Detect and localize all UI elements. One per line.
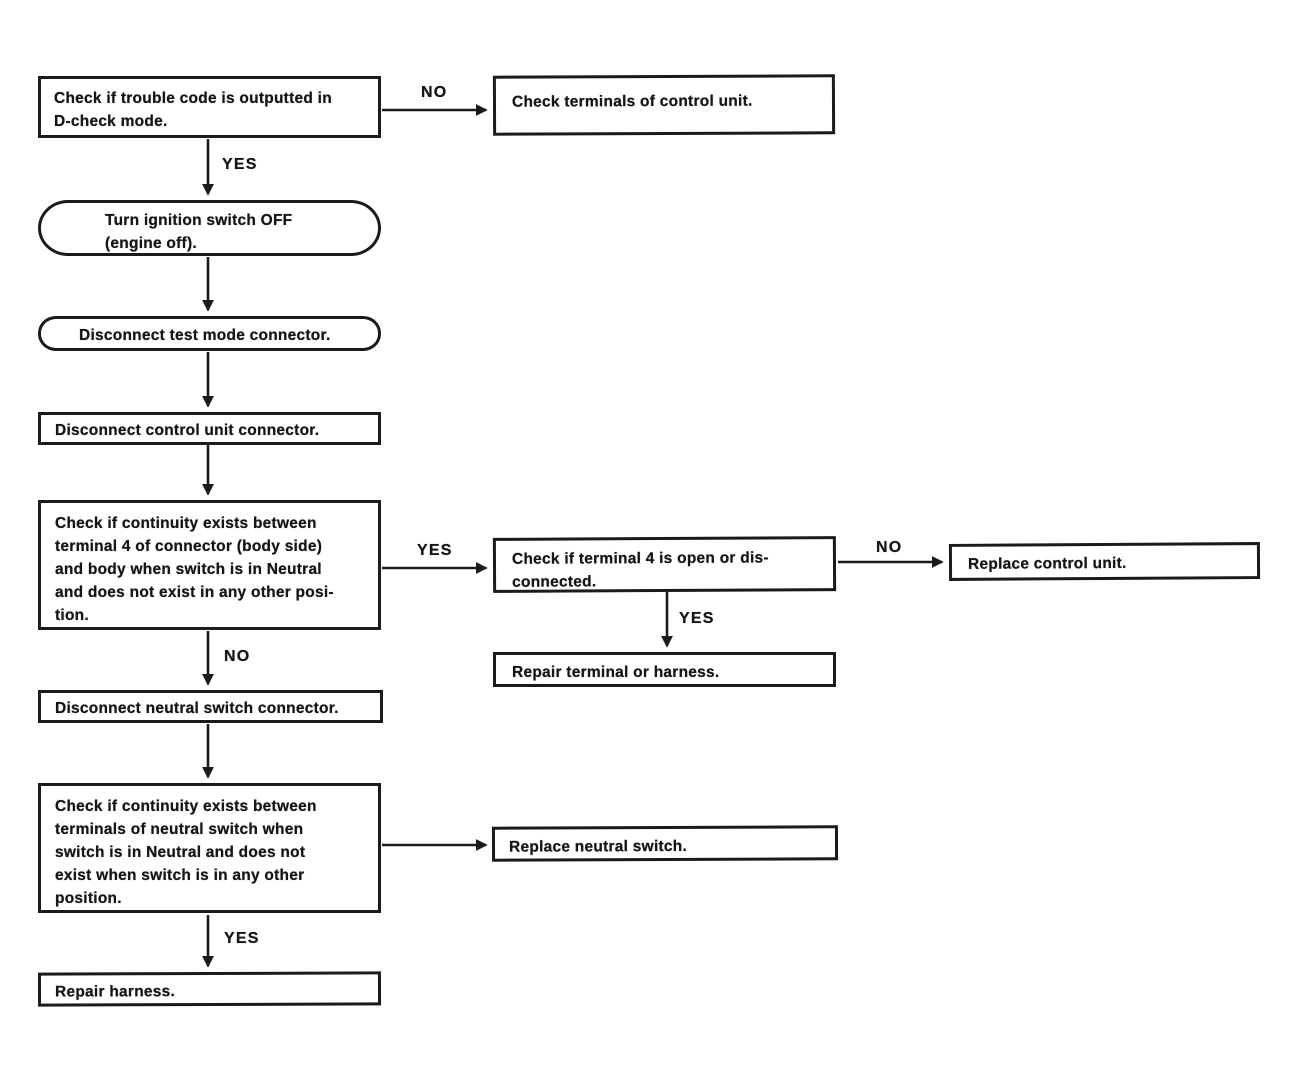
node-disconnect-neutral-switch-connector: Disconnect neutral switch connector. <box>38 690 383 723</box>
edge-label-yes-continuity-terminal4: YES <box>417 542 453 559</box>
node-check-terminals-control-unit: Check terminals of control unit. <box>492 74 836 136</box>
node-check-continuity-neutral-switch: Check if continuity exists between termi… <box>38 783 381 913</box>
edge-label-yes-trouble-code: YES <box>222 156 258 173</box>
node-replace-control-unit: Replace control unit. <box>948 542 1261 581</box>
edge-label-no-terminal4-open: NO <box>876 539 903 556</box>
node-check-continuity-terminal4: Check if continuity exists between termi… <box>38 500 381 630</box>
node-disconnect-test-mode-connector: Disconnect test mode connector. <box>38 316 381 351</box>
edge-label-no-trouble-code: NO <box>421 84 448 101</box>
edge-label-yes-terminal4-open: YES <box>679 610 715 627</box>
node-repair-terminal-or-harness: Repair terminal or harness. <box>493 652 836 687</box>
node-check-terminal4-open: Check if terminal 4 is open or dis- conn… <box>492 536 837 593</box>
node-repair-harness: Repair harness. <box>37 971 382 1007</box>
edge-label-yes-continuity-neutral-switch: YES <box>224 930 260 947</box>
node-disconnect-control-unit-connector: Disconnect control unit connector. <box>38 412 381 445</box>
node-turn-ignition-off: Turn ignition switch OFF (engine off). <box>38 200 381 256</box>
node-replace-neutral-switch: Replace neutral switch. <box>491 825 839 862</box>
node-check-trouble-code: Check if trouble code is outputted in D-… <box>38 76 381 138</box>
edge-label-no-continuity-terminal4: NO <box>224 648 251 665</box>
